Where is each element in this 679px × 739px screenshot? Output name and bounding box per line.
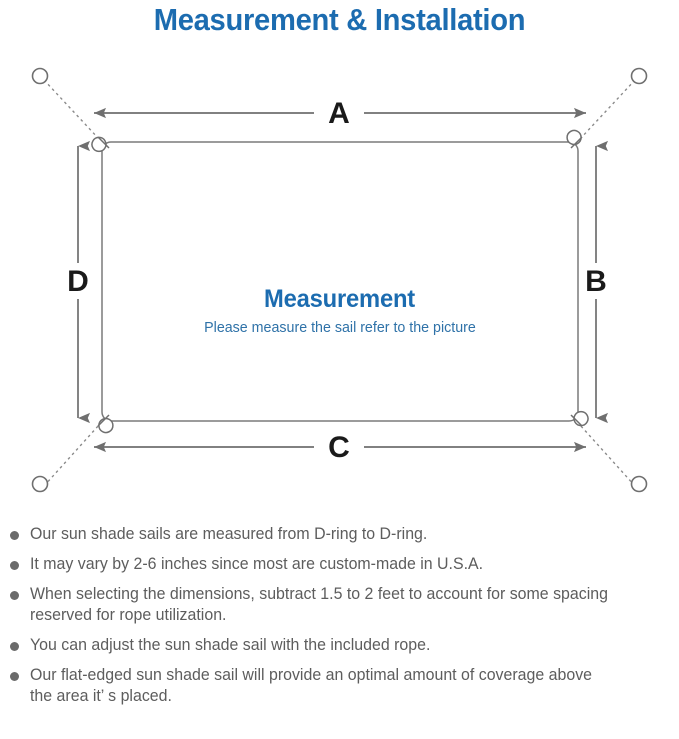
measurement-diagram: A C D B Measurement Please (0, 46, 679, 516)
rope-line-bottom-right (579, 424, 636, 487)
notes-list: Our sun shade sails are measured from D-… (0, 524, 679, 716)
note-item: Our flat-edged sun shade sail will provi… (0, 665, 679, 707)
diagram-svg: A C D B (31, 67, 648, 493)
note-item: It may vary by 2-6 inches since most are… (0, 554, 679, 575)
anchor-point-bottom-left (31, 475, 49, 493)
note-item: When selecting the dimensions, subtract … (0, 584, 679, 626)
note-text: You can adjust the sun shade sail with t… (30, 636, 431, 654)
note-item: Our sun shade sails are measured from D-… (0, 524, 679, 545)
note-text: It may vary by 2-6 inches since most are… (30, 555, 484, 573)
sail-rectangle (101, 141, 579, 422)
note-text: Our flat-edged sun shade sail will provi… (30, 666, 593, 705)
bullet-icon (10, 591, 19, 600)
anchor-points (31, 67, 648, 493)
d-rings (91, 129, 589, 434)
dimension-label-b: B (585, 265, 607, 298)
rope-line-top-left (43, 79, 100, 140)
dimension-label-c: C (328, 431, 350, 464)
page-title: Measurement & Installation (153, 2, 526, 37)
d-ring-bar-top-left (97, 136, 110, 149)
anchor-point-bottom-right (630, 475, 648, 493)
bullet-icon (10, 642, 19, 651)
dimension-label-d: D (67, 265, 89, 298)
anchor-rope-lines (43, 79, 636, 487)
d-ring-bar-bottom-right (570, 414, 583, 427)
rope-line-top-right (579, 79, 636, 140)
rope-line-bottom-left (43, 424, 100, 487)
note-text: Our sun shade sails are measured from D-… (30, 525, 428, 543)
d-ring-bars (97, 136, 583, 427)
dimension-label-a: A (328, 97, 350, 130)
bullet-icon (10, 561, 19, 570)
d-ring-bar-bottom-left (97, 414, 110, 427)
note-item: You can adjust the sun shade sail with t… (0, 635, 679, 656)
d-ring-bar-top-right (570, 136, 583, 149)
anchor-point-top-right (630, 67, 648, 85)
bullet-icon (10, 672, 19, 681)
anchor-point-top-left (31, 67, 49, 85)
bullet-icon (10, 531, 19, 540)
note-text: When selecting the dimensions, subtract … (30, 585, 608, 624)
